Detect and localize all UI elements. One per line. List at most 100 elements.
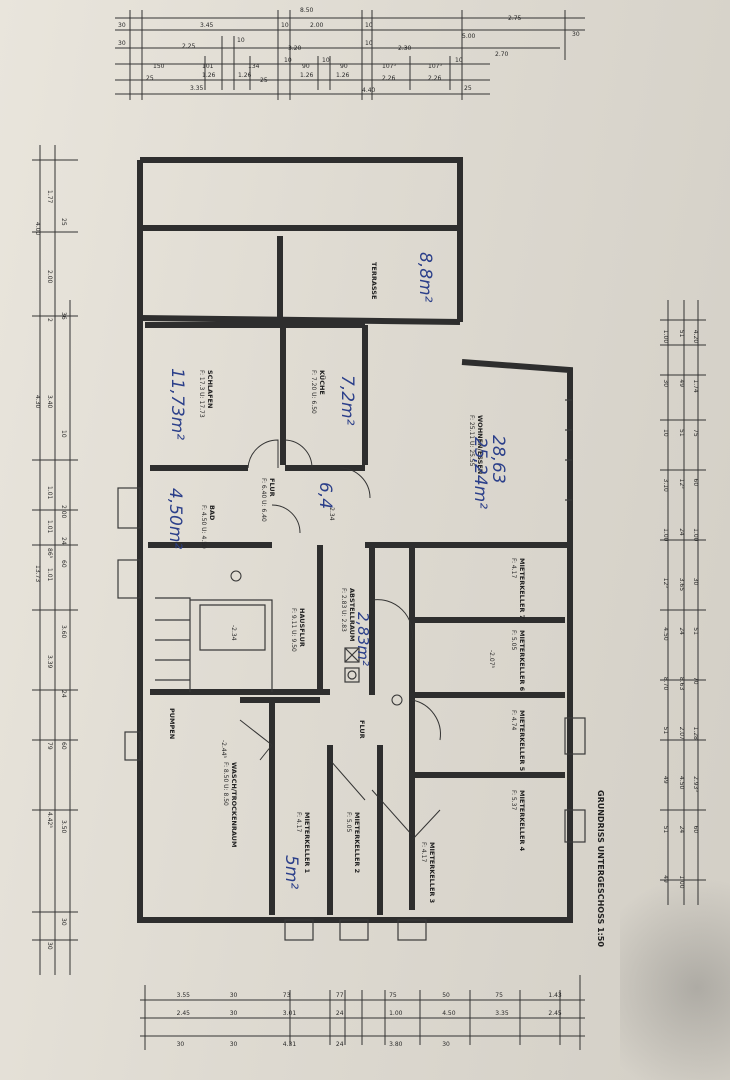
level-keller: -2.07⁵ [488,650,495,669]
room-label-schlafen: SCHLAFEN [206,370,214,408]
hw-keller-area: 5m² [281,855,301,889]
hw-abstell-area: 2,83m² [354,612,372,666]
dim-top-r1-a: 30 [118,22,126,29]
dim-bottom-19: 24 [336,1041,344,1048]
dim-right-21: 4.50 [678,776,685,790]
room-label-mieterkeller3: MIETERKELLER 3 [428,842,436,903]
dim-top-r3-c: 134 [248,63,260,70]
room-code-mk4: F: 5.37 [510,790,517,810]
dim-left-0: 1.77 [46,190,53,204]
room-label-abstellraum: ABSTELLRAUM [348,588,356,641]
room-label-waschraum: WASCH/TROCKENRAUM [230,762,238,847]
dim-right-20: 2.07 [678,727,685,741]
dim-right-32: 1.28 [692,727,699,741]
dim-left-24: 30 [60,918,67,926]
dim-right-6: 4.50 [662,627,669,641]
dim-right-8: 51 [662,727,669,735]
dim-left-1: 25 [60,218,67,226]
paper-stain [620,850,730,1080]
dim-top-r3-a: 150 [153,63,165,70]
door-swings [230,439,441,841]
dim-bottom-14: 3.35 [495,1010,509,1017]
dim-right-15: 12⁵ [678,479,685,490]
hw-flur-area: 6,4 [315,482,335,509]
dim-top-r5-a: 3.35 [190,85,204,92]
hw-wohnen-note: 28,63 [488,435,508,484]
plan-title: GRUNDRISS UNTERGESCHOSS 1:50 [596,790,605,947]
dim-bottom-3: 77 [336,992,344,999]
room-label-mieterkeller1: MIETERKELLER 1 [303,812,311,874]
dim-right-24: 4.20 [692,330,699,344]
room-code-kueche: F: 7.20 U: 6.50 [310,370,317,414]
left-dimension-chains: 1.77 25 4.00 2.00 36 2 4.30 3.40 10 1.01… [32,145,78,975]
dim-left-14: 60 [60,560,67,568]
dim-top-r1-b: 3.45 [200,22,214,29]
dim-left-17: 3.60 [60,625,67,639]
top-dimension-chains: 8.50 30 3.45 10 2.00 10 2.75 30 30 2.25 … [115,7,585,100]
dim-right-28: 1.00 [692,528,699,542]
room-label-wohnen: WOHNEN/ESSEN [476,415,484,474]
dim-left-8: 10 [60,430,67,438]
dim-right-34: 60 [692,826,699,834]
room-labels: TERRASSE SCHLAFEN F: 17.3 U: 17.73 KÜCHE… [168,262,605,947]
handwritten-annotations: 8,8m² 11,73m² 7,2m² 28,63 25,24m² 4,50m²… [165,252,508,889]
dim-top-r5-b: 4.40 [362,87,376,94]
dim-right-10: 51 [662,826,669,834]
dim-bottom-5: 50 [442,992,450,999]
dim-right-29: 30 [692,578,699,586]
dim-left-16: 13.73 [34,565,41,582]
walls [137,157,573,923]
dim-right-26: 75 [692,429,699,437]
dim-left-23: 4.42⁵ [46,812,53,828]
dim-bottom-1: 30 [230,992,238,999]
dim-bottom-20: 3.80 [389,1041,403,1048]
hw-terrasse-area: 8,8m² [415,252,435,303]
abstellraum-fixture [344,647,360,683]
dim-top-r3-h: 107⁵ [382,63,396,70]
dim-right-13: 49 [678,379,685,387]
room-code-mk2: F: 5.05 [345,812,352,832]
hw-bad-area: 4,50m² [165,488,185,549]
room-label-bad: BAD [208,505,216,521]
dim-left-7: 3.40 [46,395,53,409]
level-wohnen: -2.34 [328,505,335,521]
dim-top-r2-e: 10 [365,40,373,47]
dim-top-r4-f: 1.26 [336,72,350,79]
dim-top-r1-e: 10 [365,22,373,29]
room-label-mieterkeller2: MIETERKELLER 2 [353,812,361,873]
dim-bottom-17: 30 [230,1041,238,1048]
bottom-dimension-chains [140,975,585,1050]
dim-bottom-2: 73 [283,992,291,999]
dim-top-r3-e: 90 [302,63,310,70]
room-code-waschraum: F: 8.50 U: 8.50 [222,762,229,806]
dim-left-21: 79 [46,742,53,750]
dim-right-25: 1.74 [692,379,699,393]
dim-bottom-16: 30 [177,1041,185,1048]
dim-top-r4-h: 2.26 [428,75,442,82]
dim-right-16: 24 [678,528,685,536]
dim-top-r4-c: 1.26 [238,72,252,79]
dim-left-20: 60 [60,742,67,750]
room-code-flur: F: 6.40 U: 6.40 [260,478,267,522]
window-wells [117,399,586,941]
dim-right-31: 70 [692,677,699,685]
dim-right-4: 1.00 [662,528,669,542]
dim-left-13: 86⁵ [46,548,53,559]
dim-right-9: 49 [662,776,669,784]
dim-bottom-7: 1.43 [548,992,562,999]
dim-left-12: 24 [60,537,67,545]
dim-left-18: 3.39 [46,655,53,669]
dim-top-r2-g: 5.00 [462,33,476,40]
dim-left-3: 2.00 [46,270,53,284]
dim-top-r4-i: 25 [464,85,472,92]
room-label-terrasse: TERRASSE [370,262,378,299]
dim-top-r1-f: 2.75 [508,15,522,22]
room-label-mieterkeller6: MIETERKELLER 6 [518,630,526,692]
dim-top-r1-d: 2.00 [310,22,324,29]
room-code-schlafen: F: 17.3 U: 17.73 [198,370,205,418]
dim-left-9: 1.01 [46,486,53,500]
dim-top-r4-g: 2.26 [382,75,396,82]
dim-left-6: 4.30 [34,395,41,409]
